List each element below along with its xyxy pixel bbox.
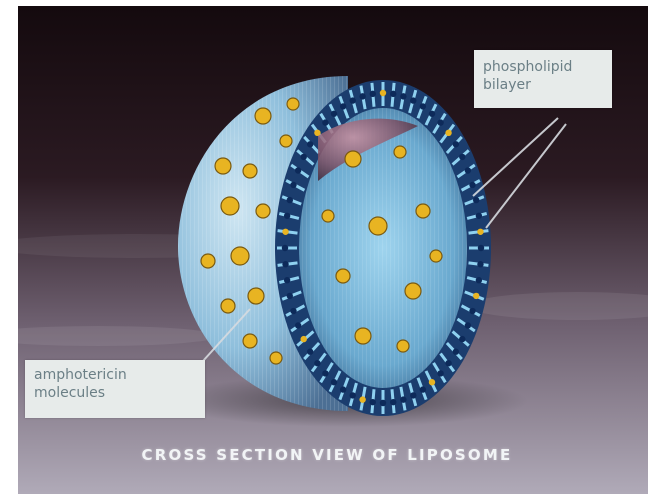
amphotericin-molecules-label: amphotericin molecules <box>25 360 205 418</box>
figure-caption: CROSS SECTION VIEW OF LIPOSOME <box>0 446 654 464</box>
ampho-label-line1: amphotericin <box>34 366 196 384</box>
bilayer-label-line1: phospholipid <box>483 58 603 76</box>
bilayer-label-line2: bilayer <box>483 76 603 94</box>
phospholipid-bilayer-label: phospholipid bilayer <box>474 50 612 108</box>
ampho-label-line2: molecules <box>34 384 196 402</box>
